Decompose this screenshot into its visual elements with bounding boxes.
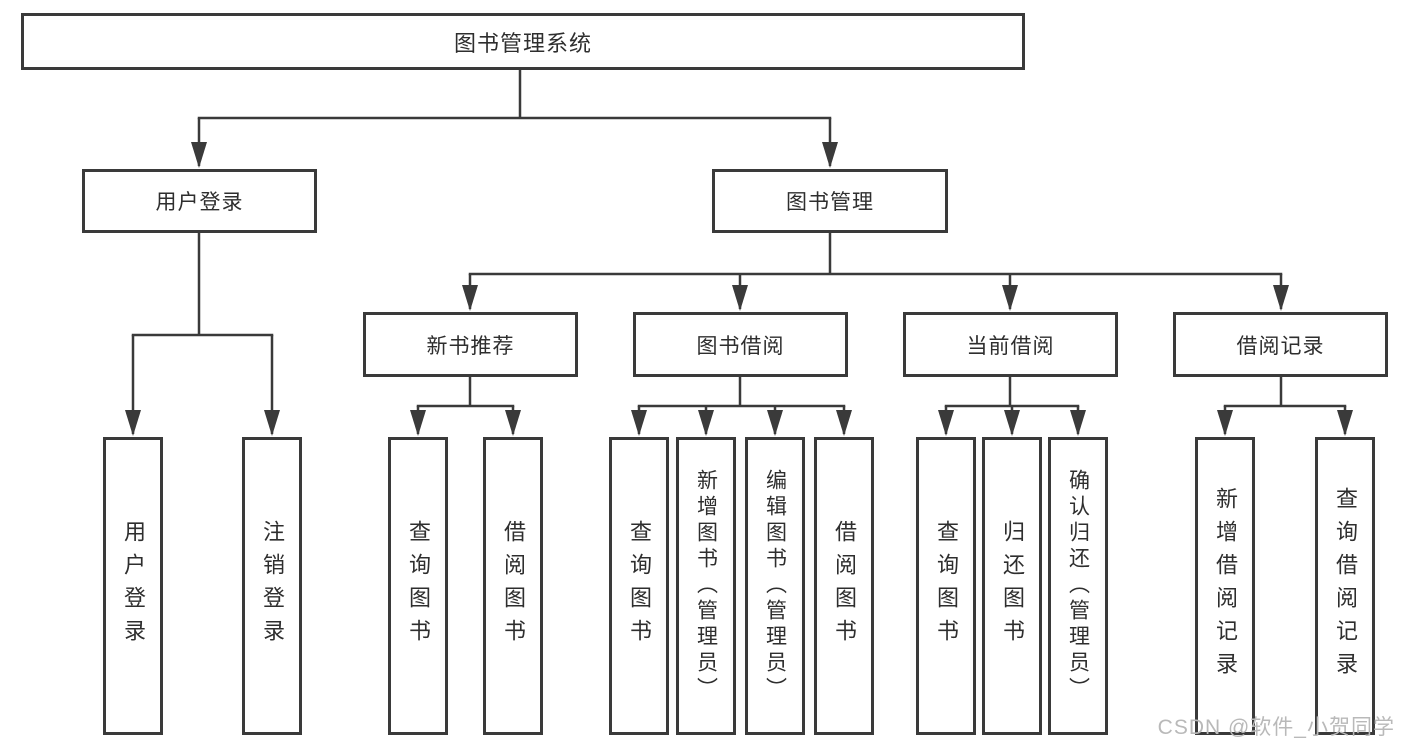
node-new-book-recommendation: 新书推荐: [363, 312, 578, 377]
leaf-records-query-record: 查询借阅记录: [1315, 437, 1375, 735]
node-user-login: 用户登录: [82, 169, 317, 233]
node-book-management: 图书管理: [712, 169, 948, 233]
node-root: 图书管理系统: [21, 13, 1025, 70]
leaf-current-return-books: 归还图书: [982, 437, 1042, 735]
leaf-current-confirm-return-admin: 确认归还（管理员）: [1048, 437, 1108, 735]
node-book-borrowing: 图书借阅: [633, 312, 848, 377]
leaf-borrowing-add-books-admin: 新增图书（管理员）: [676, 437, 736, 735]
node-current-borrowing: 当前借阅: [903, 312, 1118, 377]
leaf-borrowing-edit-books-admin: 编辑图书（管理员）: [745, 437, 805, 735]
leaf-logout: 注销登录: [242, 437, 302, 735]
leaf-recommend-query-books: 查询图书: [388, 437, 448, 735]
csdn-watermark: CSDN @软件_小贺同学: [1157, 716, 1395, 739]
leaf-current-query-books: 查询图书: [916, 437, 976, 735]
leaf-records-add-record: 新增借阅记录: [1195, 437, 1255, 735]
leaf-borrowing-query-books: 查询图书: [609, 437, 669, 735]
node-borrowing-records: 借阅记录: [1173, 312, 1388, 377]
leaf-borrowing-borrow-books: 借阅图书: [814, 437, 874, 735]
leaf-recommend-borrow-books: 借阅图书: [483, 437, 543, 735]
leaf-user-login: 用户登录: [103, 437, 163, 735]
